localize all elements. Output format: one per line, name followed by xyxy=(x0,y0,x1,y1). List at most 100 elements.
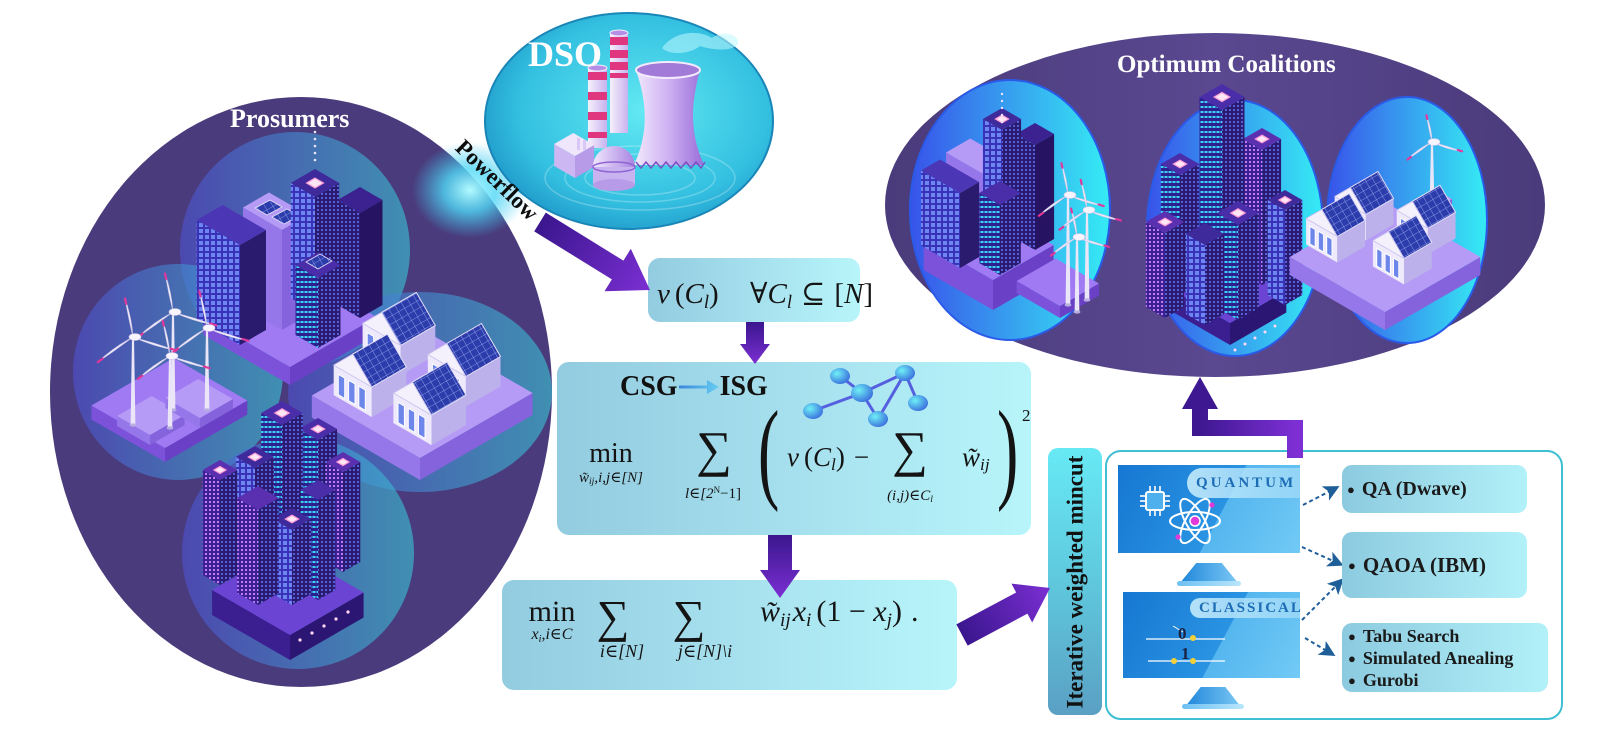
street-light xyxy=(1253,336,1257,340)
solar-house-icon xyxy=(1305,192,1366,263)
turbine-nacelle xyxy=(202,324,216,332)
coalition-3-solar-wind-icon xyxy=(1289,114,1481,330)
cooling-tower xyxy=(634,61,706,170)
city-block-icon xyxy=(202,401,364,660)
weight-index: ij xyxy=(980,455,990,475)
quantum-monitor-screen: QUANTUM xyxy=(1118,465,1300,553)
house-gable xyxy=(361,311,402,347)
graph-node xyxy=(830,368,850,384)
coalition-domain: ∀Cl⊆[N] xyxy=(750,278,874,312)
prosumers-title: Prosumers xyxy=(230,104,350,133)
turbine-blade-tip xyxy=(209,322,218,327)
block-right-face xyxy=(1404,242,1432,285)
block-left-face xyxy=(921,170,960,268)
bracket-open: [ xyxy=(834,278,844,310)
turbine-base xyxy=(1073,310,1081,314)
block-left-face xyxy=(196,220,240,345)
turbine-blade-tip xyxy=(1097,203,1105,208)
classical-monitor-base xyxy=(1182,704,1244,709)
turbine-blade-tip xyxy=(1406,155,1413,161)
wind-turbine-icon xyxy=(1406,114,1464,207)
street-light xyxy=(334,617,338,621)
turbine-blade-tip xyxy=(1425,114,1429,121)
chimney-icon xyxy=(609,29,629,133)
bullet-icon: ● xyxy=(1348,672,1356,688)
house-gable xyxy=(332,353,373,389)
csg-isg-box: CSG ISG min w̃ij,i,j∈[N] ∑ l∈[2N− xyxy=(557,362,1031,535)
turbine-base xyxy=(129,423,137,427)
option-row: ●QAOA (IBM) xyxy=(1348,554,1486,576)
block-right-face xyxy=(371,367,407,418)
house-window xyxy=(1376,247,1383,270)
solar-houses-icon xyxy=(311,291,533,480)
block-left-face xyxy=(554,144,575,178)
decision-var: x xyxy=(531,626,539,643)
bit-zero: 0 xyxy=(1178,624,1187,643)
index-range-head: l∈[2 xyxy=(684,486,714,502)
arrow-right-icon xyxy=(678,380,719,394)
graph-nodes xyxy=(803,365,928,427)
block-right-face xyxy=(150,415,185,445)
value-fn: v xyxy=(657,278,670,310)
rooftop-light xyxy=(1277,195,1293,205)
connector-quantum-to-qa xyxy=(1302,486,1340,506)
turbine-blade-tip xyxy=(1103,244,1111,248)
chimney-stripe xyxy=(610,37,628,45)
turbine-tower xyxy=(204,328,210,410)
edge-in-coalition: (i,j)∈C xyxy=(887,488,931,504)
skyscraper-icon xyxy=(1145,211,1185,318)
cooling-tower-body xyxy=(634,70,704,165)
wind-turbines-icon xyxy=(91,272,250,462)
factory-stack xyxy=(583,140,586,150)
factory-stack xyxy=(577,138,580,150)
block-left-face xyxy=(1267,200,1285,305)
block-left-face xyxy=(117,416,150,445)
bit-one: 1 xyxy=(1181,644,1190,663)
turbine-nacelle xyxy=(168,308,182,316)
solar-house-icon xyxy=(392,361,467,446)
classical-monitor-screen: CLASSICAL 0 1 xyxy=(1123,592,1301,678)
turbine-blade-tip xyxy=(1456,148,1464,153)
block-top-face xyxy=(979,181,1021,205)
turbine-blade-tip xyxy=(1069,207,1074,214)
rooftop-light xyxy=(310,424,326,434)
antenna-light xyxy=(1000,120,1004,124)
edge-weight: w̃ij xyxy=(962,444,990,475)
bit-dot xyxy=(1190,658,1196,664)
bit-dot xyxy=(1190,635,1196,641)
house-window xyxy=(1393,257,1400,280)
chip-body xyxy=(1145,491,1165,511)
minus-sign: − xyxy=(853,442,870,472)
classical-monitor-stand xyxy=(1185,687,1241,707)
turbine-base xyxy=(1083,298,1091,302)
block-top-face xyxy=(237,486,279,510)
block-left-face xyxy=(923,240,993,310)
solar-house-icon xyxy=(1372,214,1433,285)
block-right-face xyxy=(1205,234,1225,325)
house-window xyxy=(397,401,405,428)
value-function-box: v(Cl) ∀Cl⊆[N] xyxy=(648,258,873,322)
block-left-face xyxy=(91,405,165,462)
block-top-face xyxy=(337,187,383,213)
coalition-value: v(Cl) xyxy=(657,278,719,312)
arrow-shape xyxy=(678,380,719,394)
atom-icon xyxy=(1169,497,1221,545)
chimney-stripe xyxy=(610,62,628,70)
rooftop-light xyxy=(212,465,228,475)
option-row: ●Tabu Search xyxy=(1348,625,1548,647)
atom-electron xyxy=(1175,534,1181,540)
open-paren: ( xyxy=(674,278,685,310)
block-left-face xyxy=(1016,281,1060,318)
connector-classical-to-qaoa xyxy=(1301,578,1344,621)
house-window xyxy=(418,413,426,440)
bracket-close: ] xyxy=(863,278,874,310)
coalition-index: l xyxy=(930,494,933,506)
chimney-body xyxy=(610,33,628,133)
turbine-base xyxy=(203,408,211,412)
turbine-blade-tip xyxy=(96,357,104,364)
block-top-face xyxy=(300,480,336,500)
outer-summation-symbol: ∑ xyxy=(696,421,732,477)
antenna-light xyxy=(1000,92,1004,96)
dome-ring xyxy=(592,161,636,173)
